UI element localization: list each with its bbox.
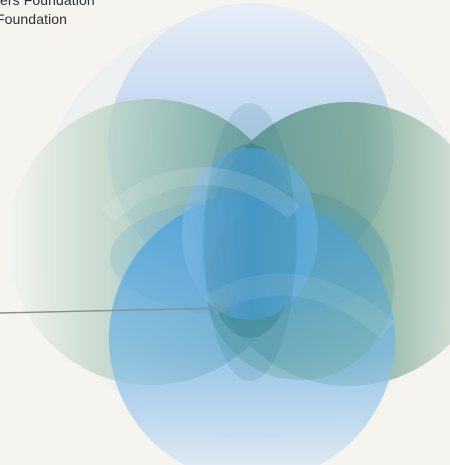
foundation-label: Foundation (0, 11, 68, 27)
leader-line (0, 307, 229, 314)
center-blue-overlap (182, 148, 318, 320)
horizontal-overlap (110, 197, 390, 317)
soft-highlight-arc (101, 167, 300, 222)
soft-highlight-arc-lower (203, 273, 395, 339)
foundation-label-top: tters Foundation (0, 0, 95, 8)
vertical-overlap (204, 103, 296, 381)
